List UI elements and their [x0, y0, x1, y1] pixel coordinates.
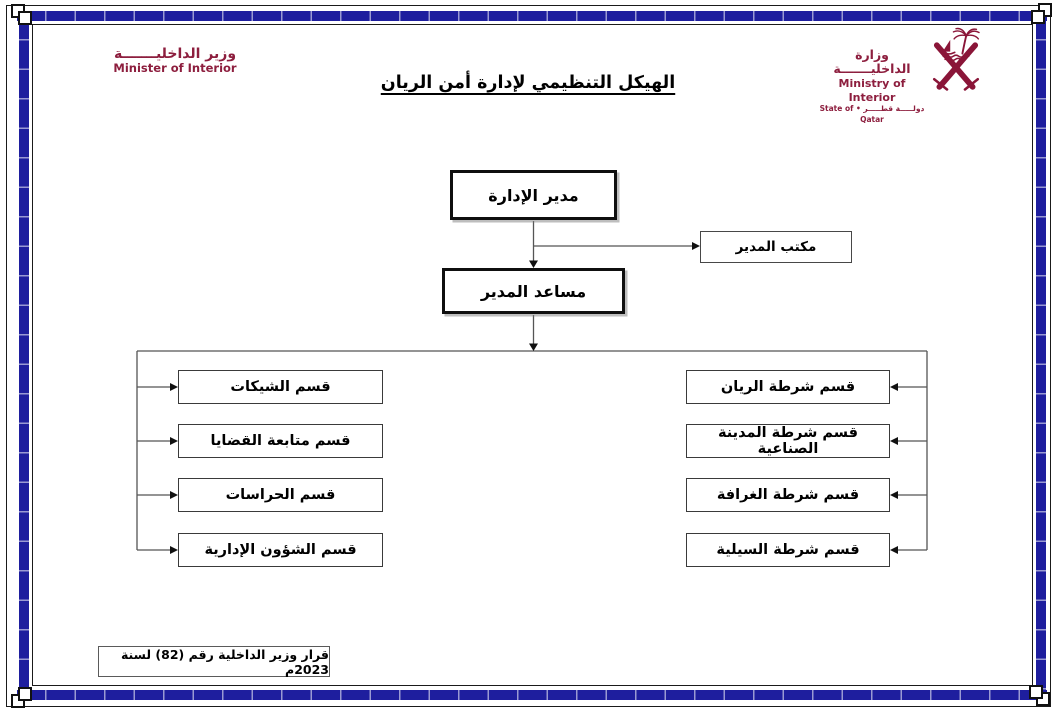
node-section-rayyan-police: قسم شرطة الريان	[686, 370, 890, 404]
node-section-checks: قسم الشيكات	[178, 370, 383, 404]
border-band-top	[17, 11, 1047, 21]
node-section-guards: قسم الحراسات	[178, 478, 383, 512]
corner-ornament	[1028, 3, 1052, 27]
border-band-left	[19, 11, 29, 700]
ministry-title-english: Ministry of Interior	[838, 76, 906, 104]
border-inner-line	[32, 24, 1033, 686]
decree-note: قرار وزير الداخلية رقم (82) لسنة 2023م	[98, 646, 330, 677]
border-band-right	[1036, 11, 1046, 700]
ministry-title-arabic: وزارة الداخليـــــــة	[833, 47, 911, 77]
node-section-gharrafa-police: قسم شرطة الغرافة	[686, 478, 890, 512]
minister-header: وزير الداخليـــــــة Minister of Interio…	[100, 46, 250, 76]
border-outer-line	[6, 5, 1051, 707]
node-section-admin-affairs: قسم الشؤون الإدارية	[178, 533, 383, 567]
qatar-moi-emblem-icon	[932, 27, 980, 91]
minister-title-arabic: وزير الداخليـــــــة	[113, 46, 237, 62]
corner-ornament	[11, 684, 35, 708]
ministry-header: وزارة الداخليـــــــة Ministry of Interi…	[818, 47, 926, 125]
node-director: مدير الإدارة	[450, 170, 617, 220]
node-section-sailiya-police: قسم شرطة السيلية	[686, 533, 890, 567]
minister-title-english: Minister of Interior	[113, 61, 237, 76]
node-section-industrial-city-police: قسم شرطة المدينة الصناعية	[686, 424, 890, 458]
corner-ornament	[11, 4, 35, 28]
border-band-bottom	[17, 690, 1047, 700]
page-title: الهيكل التنظيمي لإدارة أمن الريان	[380, 73, 676, 93]
node-section-case-followup: قسم متابعة القضايا	[178, 424, 383, 458]
node-assistant-director: مساعد المدير	[442, 268, 625, 314]
node-director-office: مكتب المدير	[700, 231, 852, 263]
corner-ornament	[1026, 682, 1050, 706]
state-of-qatar-line: دولـــــة قطـــــر • State of Qatar	[819, 104, 925, 124]
